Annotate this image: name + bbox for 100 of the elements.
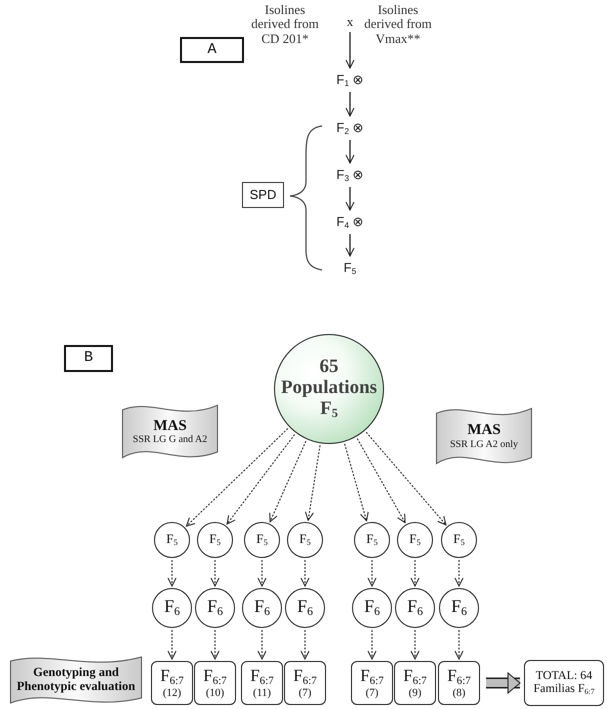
generation-circle bbox=[152, 588, 192, 628]
generation-label: F$_{5}$ bbox=[453, 532, 465, 548]
family-box bbox=[351, 661, 393, 705]
banner-title: MAS bbox=[153, 418, 187, 434]
generation-label: F$_{5}$ bbox=[409, 532, 421, 548]
family-count: (9) bbox=[408, 686, 422, 699]
arrow bbox=[346, 32, 354, 68]
generation-label: F$_{5}$ bbox=[299, 532, 311, 548]
arrow bbox=[346, 187, 354, 210]
marker-banner bbox=[10, 655, 142, 705]
panel-label-box bbox=[64, 345, 113, 372]
family-box bbox=[438, 661, 480, 705]
generation-label: F$_{4}$ ⊗ bbox=[327, 212, 373, 232]
block-arrow bbox=[486, 672, 520, 694]
method-box bbox=[242, 182, 284, 208]
family-count: (8) bbox=[452, 686, 466, 699]
dotted-arrow bbox=[410, 630, 420, 660]
family-count: (12) bbox=[162, 686, 182, 699]
method-label: SPD bbox=[250, 188, 276, 202]
generation-circle bbox=[395, 588, 435, 628]
generation-label: F$_{6:7}$ bbox=[250, 667, 274, 687]
generation-circle bbox=[285, 588, 325, 628]
population-label: 65 Populations F$_{5}$ bbox=[280, 357, 378, 421]
arrow bbox=[346, 92, 354, 116]
generation-circle bbox=[197, 522, 233, 558]
dotted-arrow bbox=[226, 434, 296, 525]
dotted-arrow bbox=[300, 630, 310, 660]
total-box bbox=[524, 660, 604, 706]
generation-label: F$_{5}$ bbox=[209, 532, 221, 548]
family-box bbox=[194, 661, 236, 705]
banner-title: MAS bbox=[467, 422, 501, 439]
generation-label: F$_{2}$ ⊗ bbox=[327, 118, 373, 138]
dotted-arrow bbox=[258, 630, 266, 660]
generation-label: F$_{6:7}$ bbox=[447, 667, 471, 687]
cross-symbol: x bbox=[343, 14, 357, 30]
family-count: (10) bbox=[206, 686, 224, 699]
total-label: TOTAL: 64 Familias F$_{6:7}$ bbox=[532, 669, 596, 697]
marker-banner bbox=[436, 406, 532, 466]
generation-label: F$_{5}$ bbox=[335, 258, 365, 278]
dotted-arrow bbox=[344, 443, 369, 522]
generation-circle bbox=[287, 522, 323, 558]
family-box bbox=[284, 661, 326, 705]
panel-letter: B bbox=[84, 350, 93, 367]
generation-circle bbox=[354, 522, 390, 558]
parent-label: Isolines derived from CD 201* bbox=[246, 3, 324, 49]
dotted-arrow bbox=[356, 438, 406, 524]
marker-banner bbox=[122, 403, 218, 460]
generation-circle bbox=[154, 522, 190, 558]
generation-circle bbox=[242, 588, 282, 628]
generation-label: F$_{6}$ bbox=[364, 597, 380, 619]
dotted-arrow bbox=[304, 444, 321, 521]
dotted-arrow bbox=[410, 560, 420, 586]
dotted-arrow bbox=[454, 630, 464, 660]
dotted-arrow bbox=[168, 630, 176, 660]
generation-circle bbox=[441, 522, 477, 558]
parent-label: Isolines derived from Vmax** bbox=[358, 3, 438, 49]
family-box bbox=[151, 661, 193, 705]
generation-label: F$_{6:7}$ bbox=[160, 667, 184, 687]
dotted-arrow bbox=[366, 432, 446, 526]
generation-label: F$_{5}$ bbox=[166, 532, 178, 548]
generation-circle bbox=[397, 522, 433, 558]
generation-label: F$_{6}$ bbox=[254, 597, 270, 619]
family-count: (11) bbox=[253, 686, 271, 699]
family-box bbox=[241, 661, 283, 705]
panel-letter: A bbox=[207, 42, 216, 58]
banner-label: Genotyping and Phenotypic evaluation bbox=[16, 666, 136, 694]
generation-label: F$_{6:7}$ bbox=[403, 667, 427, 687]
generation-circle bbox=[439, 588, 479, 628]
generation-label: F$_{5}$ bbox=[366, 532, 378, 548]
generation-label: F$_{6}$ bbox=[164, 597, 180, 619]
generation-circle bbox=[244, 522, 280, 558]
family-count: (7) bbox=[366, 686, 378, 699]
generation-label: F$_{6:7}$ bbox=[203, 667, 227, 687]
arrow bbox=[346, 140, 354, 164]
generation-label: F$_{1}$ ⊗ bbox=[327, 70, 373, 90]
panel-label-box bbox=[180, 37, 244, 63]
dotted-arrow bbox=[186, 428, 288, 527]
dotted-arrow bbox=[269, 440, 306, 522]
dotted-arrow bbox=[168, 560, 176, 586]
generation-circle bbox=[352, 588, 392, 628]
generation-label: F$_{6}$ bbox=[451, 597, 467, 619]
generation-label: F$_{6}$ bbox=[207, 597, 223, 619]
arrow bbox=[346, 234, 354, 256]
dotted-arrow bbox=[454, 560, 464, 586]
dotted-arrow bbox=[368, 630, 376, 660]
generation-label: F$_{5}$ bbox=[256, 532, 268, 548]
generation-label: F$_{6}$ bbox=[407, 597, 423, 619]
family-box bbox=[394, 661, 436, 705]
dotted-arrow bbox=[300, 560, 310, 586]
generation-label: F$_{6:7}$ bbox=[293, 667, 317, 687]
generation-label: F$_{3}$ ⊗ bbox=[327, 165, 373, 185]
banner-subtitle: SSR LG G and A2 bbox=[132, 434, 208, 446]
generation-circle bbox=[195, 588, 235, 628]
family-count: (7) bbox=[298, 686, 312, 699]
banner-subtitle: SSR LG A2 only bbox=[450, 438, 518, 450]
dotted-arrow bbox=[368, 560, 376, 586]
generation-label: F$_{6}$ bbox=[297, 597, 313, 619]
dotted-arrow bbox=[210, 630, 220, 660]
dotted-arrow bbox=[210, 560, 220, 586]
dotted-arrow bbox=[258, 560, 266, 586]
